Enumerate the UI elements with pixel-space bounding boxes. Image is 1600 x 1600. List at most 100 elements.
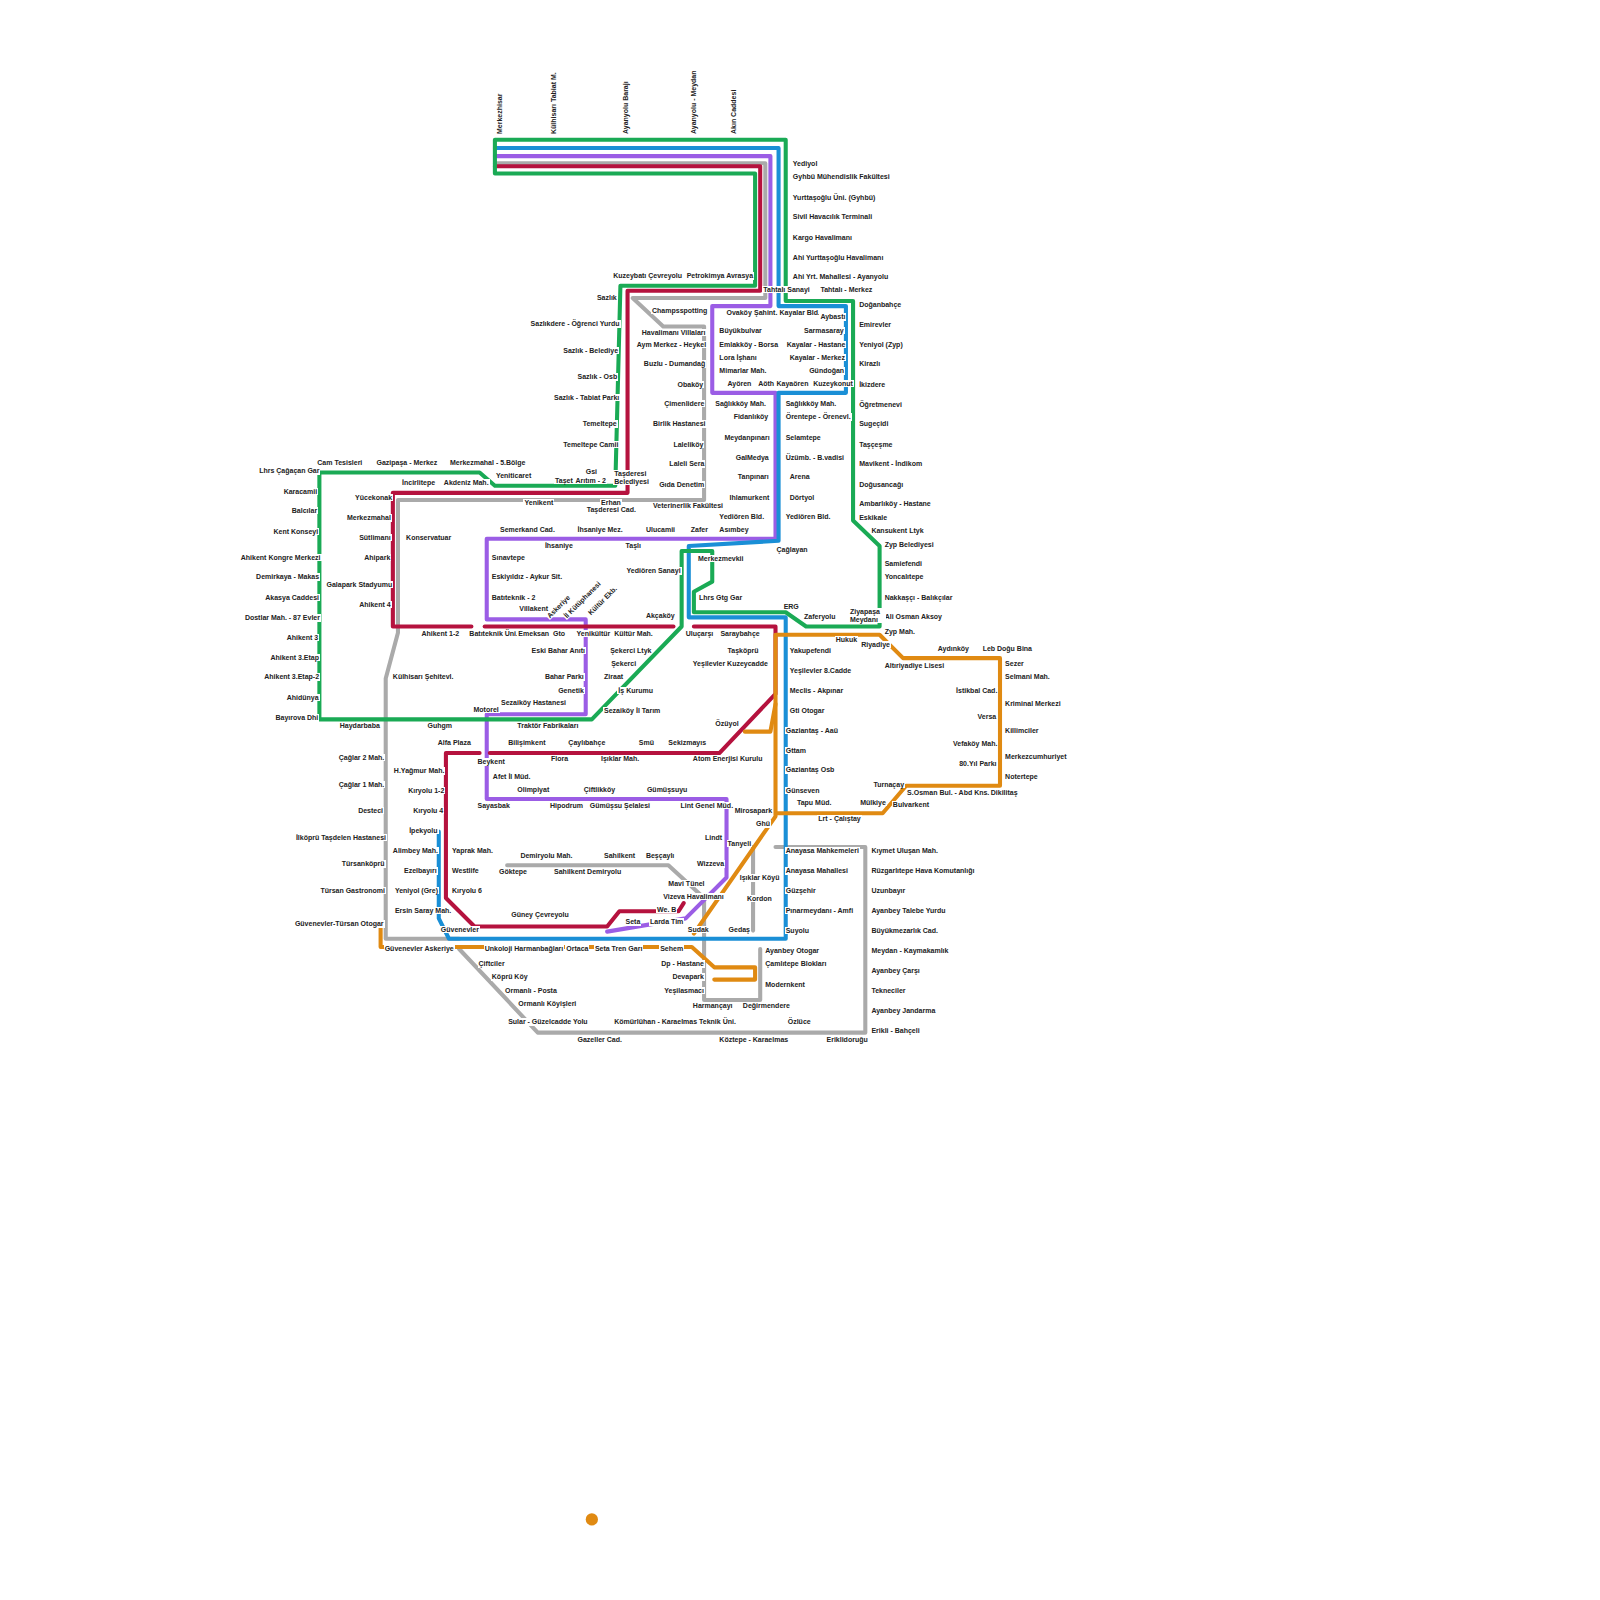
station-label: Yediyol [792,160,819,167]
station-label: Yeşilasmacı [663,987,705,994]
station-label: Obaköy [677,381,705,388]
station-label: Akdeniz Mah. [443,479,490,486]
station-label: Ayören [727,380,753,387]
station-label: Temeltepe Camii [562,441,619,448]
station-label: Tapu Müd. [796,799,832,806]
station-label: Akın Caddesi [730,88,737,134]
station-label: Kirazlı [858,360,881,367]
station-label: Çiftciler [478,960,506,967]
station-label: İhsaniye [544,542,574,549]
station-label: Ormanlı Köyişleri [517,1000,577,1007]
station-label: Gaziantaş - Aaü [785,727,839,734]
station-label: Dikilitaş [990,789,1019,796]
station-label: Merkezmahal [346,514,392,521]
station-label: Türsanköprü [341,860,386,867]
station-label: Selamtepe [785,434,822,441]
station-label: Kültür Mah. [613,630,654,637]
station-label: Lhrs Çağaçan Gar [258,467,320,474]
station-label: İkizdere [858,381,886,388]
station-label: Sekizmayıs [667,739,707,746]
station-label: Mirosapark [734,807,773,814]
station-label: Mavi Tünel [667,880,705,887]
station-label: Çağlar 2 Mah. [338,754,386,761]
station-label: Üzümb. - B.vadisi [785,454,845,461]
station-label: Çiftlikköy [583,786,617,793]
station-label: Merkezcumhuriyet [1004,753,1067,760]
station-label: H.Yağmur Mah. [393,767,446,774]
station-label: Lora İşhanı [718,354,757,361]
station-label: Kent Konseyi [272,528,319,535]
station-label: Gazipaşa - Merkez [376,459,439,466]
station-label: Gazeller Cad. [577,1036,623,1043]
station-label: Taşlı [624,542,641,549]
station-label: Özüyol [714,720,739,727]
station-label: Kayaören [776,380,810,387]
station-label: Gttam [785,747,807,754]
station-label: Bayırova Dhi [274,714,319,721]
station-label: Emeksan [517,630,550,637]
station-label: Erikli - Bahçeli [870,1027,920,1034]
station-label: Kıryolu 6 [451,887,483,894]
station-label: Öğretmenevi [858,401,903,408]
station-label: Külhisarı Tabiat M. [550,71,557,135]
station-label: Kıryolu 1-2 [407,787,445,794]
station-label: Tanpınarı [737,473,770,480]
station-label: Sazlık - Tabiat Parkı [553,394,620,401]
station-label: Gündoğan [808,367,845,374]
station-label: Alfa Plaza [437,739,472,746]
station-label: Lindt [704,834,723,841]
station-label: Beşçaylı [645,852,675,859]
station-label: Riyadiye [860,641,891,648]
station-label: Şahint. [753,309,778,316]
station-label: Aybastı [819,313,846,320]
station-label: We. B [656,906,677,913]
station-label: Konservatuar [405,534,452,541]
station-label: Kayalar - Merkez [789,354,846,361]
station-label: Tahtalı Sanayi [762,286,811,293]
station-label: Tahtalı - Merkez [819,286,873,293]
station-label: Aydınköy [937,645,970,652]
station-label: Desteci [357,807,384,814]
orange-line [381,635,1000,980]
station-label: Alimbey Mah. [392,847,439,854]
station-label: Ayanyolu - Meydan [690,69,697,135]
station-label: Ahidünya [286,694,320,701]
station-label: Motorel [472,706,499,713]
station-label: Örentepe - Örenevl. [785,413,852,420]
station-label: Atom Enerjisi Kurulu [692,755,764,762]
station-label: Özlüce [787,1018,812,1025]
station-label: Seta [624,918,641,925]
station-label: Sazlık [596,294,618,301]
station-label: Ghü [755,820,771,827]
station-label: Kuzeybatı Çevreyolu [612,272,683,279]
station-label: Gedaş [728,926,751,933]
station-label: Gsi [585,468,598,475]
station-label: Anayasa Mahkemeleri [785,847,860,854]
station-label: Traktör Fabrikaları [516,722,579,729]
station-label: Ayanyolu Barajı [622,80,629,135]
station-label: Taşderesi Cad. [586,506,637,513]
station-label: Taşet [554,477,574,484]
station-label: Semerkand Cad. [499,526,556,533]
station-label: Türsan Gastronomi [319,887,386,894]
station-label: Ahikent 3 [286,634,320,641]
station-label: Güney Çevreyolu [510,911,570,918]
station-label: Nakkaşçı - Balıkçılar [884,594,954,601]
station-label: Köztepe - Karaelmas [718,1036,789,1043]
station-label: Ulucamii [645,526,676,533]
station-label: Yeniticaret [495,472,532,479]
station-label: Kayalar - Hastane [786,341,847,348]
station-label: Notertepe [1004,773,1039,780]
station-label: Zyp Belediyesi [884,541,935,548]
station-label: Yenikültür [576,630,612,637]
station-label: Günseven [785,787,821,794]
station-label: Gto [552,630,566,637]
station-label: Sahilkent Demiryolu [553,868,622,875]
station-label: Pınarmeydanı - Amfi [785,907,854,914]
station-label: İstikbal Cad. [955,687,998,694]
station-label: Ahi Yurttaşoğlu Havalimanı [792,254,885,261]
station-label: Zafer [690,526,709,533]
station-label: Modernkent [764,981,806,988]
station-label: Taşköprü [727,647,760,654]
